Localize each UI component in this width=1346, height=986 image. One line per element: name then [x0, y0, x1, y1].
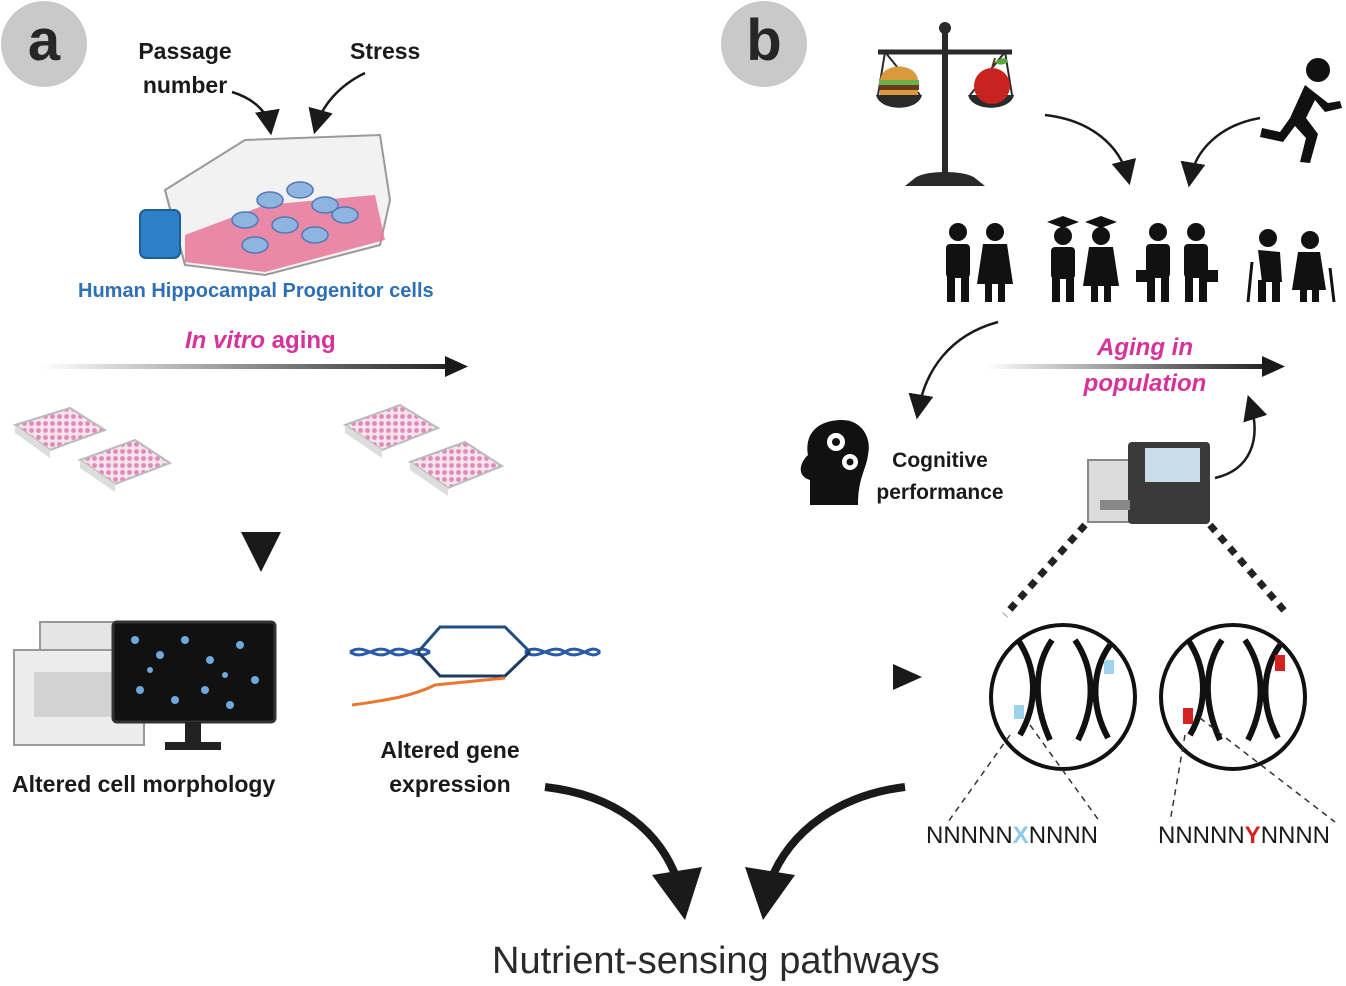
- sequencer-to-aging-arrow: [1214, 394, 1268, 480]
- morphology-label: Altered cell morphology: [12, 771, 276, 797]
- sequence-right: NNNNNYNNNN: [1158, 822, 1331, 849]
- panel-a-label: a: [1, 1, 87, 87]
- cells-label: Human Hippocampal Progenitor cells: [78, 280, 434, 302]
- dna-bubble-icon: [349, 625, 602, 707]
- microscope-monitor-icon: [13, 620, 277, 750]
- people-icon: [946, 216, 1336, 303]
- in-vitro-aging-label: In vitro aging: [185, 327, 336, 354]
- stress-arrow: [308, 71, 366, 135]
- aging-population-arrow-shaft: [985, 364, 1265, 369]
- gene-expression-label: Altered gene expression: [380, 737, 520, 797]
- well-plate-icon: [12, 403, 505, 496]
- runner-icon: [1260, 58, 1342, 163]
- aging-population-arrow-head: [1262, 356, 1285, 377]
- diet-arrow: [1044, 113, 1137, 186]
- in-vitro-aging-arrow-shaft: [40, 364, 450, 369]
- aging-population-label: Aging in population: [1083, 334, 1207, 397]
- gene-to-outcome-arrow: [544, 783, 682, 884]
- sequencer-dotted-right: [1207, 522, 1291, 618]
- stress-label: Stress: [350, 38, 421, 64]
- outcome-label: Nutrient-sensing pathways: [492, 940, 940, 982]
- passage-arrow: [231, 90, 280, 136]
- balance-scale-icon: [876, 22, 1014, 186]
- sequence-left: NNNNNXNNNN: [926, 822, 1099, 849]
- sequencer-icon: [1087, 442, 1210, 524]
- sequencer-dotted-left: [1002, 522, 1088, 618]
- head-gears-icon: [800, 420, 869, 505]
- flask-icon: [139, 133, 392, 277]
- cognitive-performance-label: Cognitive performance: [876, 449, 1004, 504]
- exercise-arrow: [1180, 116, 1261, 188]
- apple-icon: [974, 57, 1010, 104]
- passage-number-label: Passage number: [138, 38, 232, 98]
- chromosome-to-outcome-arrow: [766, 783, 906, 884]
- in-vitro-aging-arrow-head: [445, 356, 468, 377]
- chromosome-icon: [989, 623, 1307, 771]
- panel-b-label: b: [721, 1, 807, 87]
- horizontal-arrow-head: [893, 664, 922, 690]
- vertical-arrow-head: [241, 532, 281, 572]
- burger-icon: [879, 66, 919, 95]
- people-to-cognitive-arrow: [908, 320, 999, 420]
